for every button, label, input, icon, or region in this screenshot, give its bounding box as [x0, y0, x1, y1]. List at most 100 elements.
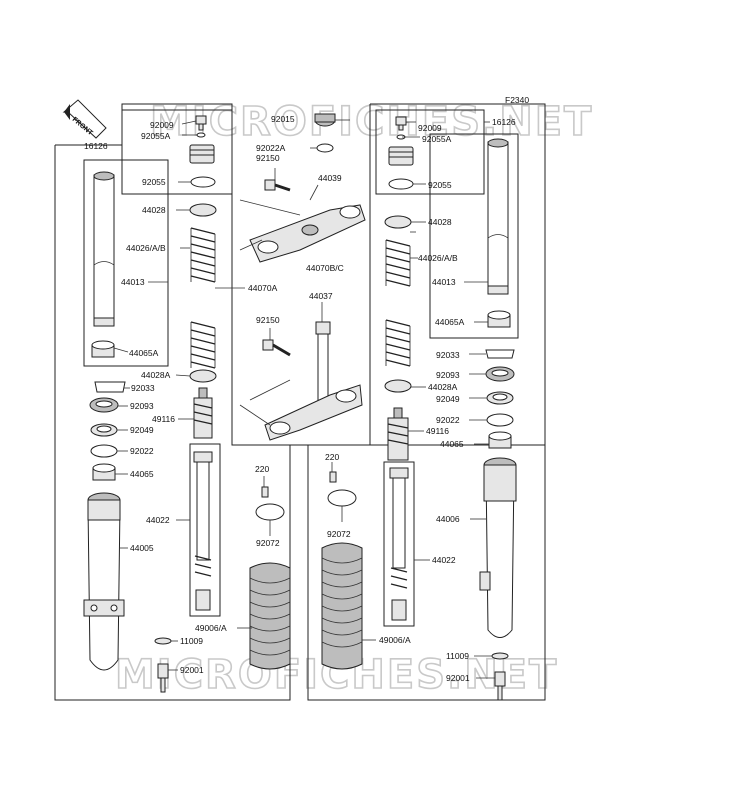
part-label-44028a-left: 44028A	[141, 370, 171, 380]
washer-11009-left	[154, 637, 172, 645]
ring-92022-left	[90, 444, 118, 458]
washer-92049-left	[90, 423, 118, 437]
part-label-92150-upper: 92150	[256, 153, 280, 163]
part-label-44065-right: 44065	[440, 439, 464, 449]
screw-220-right	[329, 471, 337, 483]
fork-cap-right	[388, 146, 414, 166]
part-label-49116-left: 49116	[152, 414, 175, 424]
part-label-44039: 44039	[318, 173, 342, 183]
left-assembly-frame	[55, 103, 545, 446]
bushing-44065-left	[92, 463, 116, 481]
lower-bracket-44037	[264, 384, 363, 441]
part-label-92033-right: 92033	[436, 350, 460, 360]
oil-seal-92093-right	[485, 366, 515, 382]
fork-spring-44026-right	[385, 239, 411, 367]
screw-220-left	[261, 486, 269, 498]
bushing-44065a-right	[487, 310, 511, 328]
damper-rod-44022-right	[389, 467, 409, 621]
part-label-44022-left: 44022	[146, 515, 170, 525]
part-label-44065a-right: 44065A	[435, 317, 465, 327]
boot-49006-right	[321, 542, 363, 670]
part-label-44022-right: 44022	[432, 555, 456, 565]
fork-cap-left	[189, 144, 215, 164]
part-label-92022-left: 92022	[130, 446, 154, 456]
part-label-92009-left: 92009	[150, 120, 174, 130]
figure-code: F2340	[505, 95, 529, 105]
oring-92055a-left	[196, 132, 206, 138]
right-tube-group-box	[429, 133, 519, 339]
band-92072-right	[327, 489, 357, 507]
damper-rod-frame-right	[383, 461, 415, 627]
bolt-92150-lower	[262, 339, 291, 357]
part-label-44013-right: 44013	[432, 277, 456, 287]
upper-bracket-44039	[249, 204, 366, 263]
part-label-44026-right: 44026/A/B	[418, 253, 458, 263]
part-label-92093-right: 92093	[436, 370, 460, 380]
washer-92022a	[316, 143, 334, 153]
part-label-92072-left: 92072	[256, 538, 280, 548]
damper-rod-frame-left	[189, 443, 221, 617]
oil-seal-92093-left	[89, 397, 119, 413]
part-label-92049-right: 92049	[436, 394, 460, 404]
part-label-220-left: 220	[255, 464, 269, 474]
watermark-top: MICROFICHES.NET	[150, 99, 593, 145]
bolt-92001-left	[157, 663, 169, 693]
part-label-11009-right: 11009	[446, 651, 469, 661]
part-label-44028-left: 44028	[142, 205, 166, 215]
part-label-49116-right: 49116	[426, 426, 449, 436]
part-label-92022-right: 92022	[436, 415, 460, 425]
bushing-44065-right	[488, 431, 512, 449]
oring-92055-left	[190, 176, 216, 188]
part-label-92055-right: 92055	[428, 180, 452, 190]
part-label-44005: 44005	[130, 543, 154, 553]
bushing-44065a-left	[91, 340, 115, 358]
right-fork-frame	[307, 103, 546, 701]
part-label-92009-right: 92009	[418, 123, 442, 133]
part-label-92022a: 92022A	[256, 143, 286, 153]
part-label-92001-right: 92001	[446, 673, 470, 683]
inner-tube-44013-left	[93, 171, 115, 327]
nut-92015	[314, 113, 336, 127]
part-label-92001-left: 92001	[180, 665, 204, 675]
bolt-92150-upper	[264, 179, 291, 192]
boot-49006-left	[249, 562, 291, 670]
part-label-92072-right: 92072	[327, 529, 351, 539]
inner-tube-44013-right	[487, 138, 509, 295]
bolt-92009-left	[195, 115, 207, 131]
circlip-92033-right	[485, 349, 515, 359]
leader-lines	[113, 119, 495, 679]
part-label-44070a: 44070A	[248, 283, 278, 293]
washer-92049-right	[486, 391, 514, 405]
part-label-92093-left: 92093	[130, 401, 154, 411]
part-label-49006-left: 49006/A	[195, 623, 227, 633]
oring-92055-right	[388, 178, 414, 190]
spring-seat-44028-right	[384, 215, 412, 229]
steering-stem-44037	[315, 321, 331, 405]
part-label-92055a-left: 92055A	[141, 131, 171, 141]
part-label-44037: 44037	[309, 291, 333, 301]
part-label-92049-left: 92049	[130, 425, 154, 435]
fork-spring-44026-left	[190, 227, 216, 369]
band-92072-left	[255, 503, 285, 521]
part-label-44065-left: 44065	[130, 469, 154, 479]
damper-rod-44022-left	[193, 451, 213, 611]
spring-seat-44028a-left	[189, 369, 217, 383]
bolt-92001-right	[494, 671, 506, 701]
part-label-16126-left: 16126	[84, 141, 108, 151]
part-label-44070bc: 44070B/C	[306, 263, 344, 273]
part-label-49006-right: 49006/A	[379, 635, 411, 645]
part-label-11009-left: 11009	[180, 636, 203, 646]
part-label-44028a-right: 44028A	[428, 382, 458, 392]
washer-11009-right	[491, 652, 509, 660]
ring-92022-right	[486, 413, 514, 427]
part-label-92150-lower: 92150	[256, 315, 280, 325]
outer-tube-44005	[83, 492, 125, 671]
outer-tube-44006	[479, 457, 517, 638]
part-label-220-right: 220	[325, 452, 339, 462]
spring-seat-44028-left	[189, 203, 217, 217]
part-label-44028-right: 44028	[428, 217, 452, 227]
front-arrow-icon	[62, 99, 107, 139]
bolt-92009-right	[395, 116, 407, 131]
